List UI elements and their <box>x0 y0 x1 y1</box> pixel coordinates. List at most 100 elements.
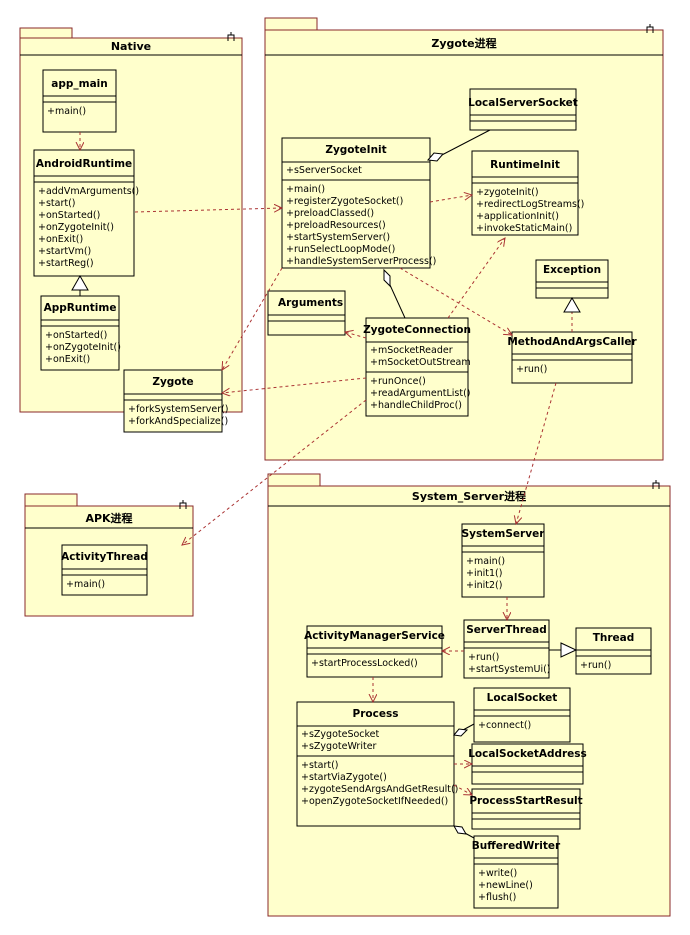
class-process: Process+sZygoteSocket+sZygoteWriter+star… <box>296 701 458 827</box>
class-box <box>40 295 120 371</box>
dep-zygote-conn-to-runtime-init <box>447 238 505 319</box>
class-attribute: +mSocketReader <box>370 345 453 356</box>
class-method: +run() <box>580 660 611 671</box>
class-zygote-init: ZygoteInit+sServerSocket+main()+register… <box>281 137 436 269</box>
class-method: +openZygoteSocketIfNeeded() <box>301 796 448 807</box>
class-method: +startProcessLocked() <box>311 658 418 669</box>
class-app-runtime: AppRuntime+onStarted()+onZygoteInit()+on… <box>40 295 121 371</box>
class-box <box>365 317 469 417</box>
class-thread: Thread +run() <box>575 627 652 675</box>
class-method: +invokeStaticMain() <box>476 223 572 234</box>
class-method: +write() <box>478 868 517 879</box>
package-icon <box>179 24 660 509</box>
class-box <box>296 701 455 827</box>
class-method: +onStarted() <box>45 330 107 341</box>
class-method: +preloadResources() <box>286 220 386 231</box>
class-name: LocalSocketAddress <box>468 748 587 760</box>
relationships <box>71 129 581 839</box>
class-box <box>471 788 581 830</box>
class-method: +forkSystemServer() <box>128 404 229 415</box>
class-method: +applicationInit() <box>476 211 559 222</box>
class-method: +registerZygoteSocket() <box>286 196 403 207</box>
class-system-server: SystemServer+main()+init1()+init2() <box>461 523 545 598</box>
class-box <box>267 290 346 336</box>
class-name: AndroidRuntime <box>36 158 132 170</box>
class-buffered-writer: BufferedWriter+write()+newLine()+flush() <box>472 835 561 909</box>
class-method: +flush() <box>478 892 516 903</box>
class-method: +startReg() <box>38 258 94 269</box>
dep-zygote-init-to-method-caller <box>399 267 512 335</box>
class-method: +connect() <box>478 720 531 731</box>
class-method: +main() <box>466 556 505 567</box>
dep-zygote-init-to-runtime-init <box>429 195 472 203</box>
class-method: +preloadClassed() <box>286 208 374 219</box>
class-method: +start() <box>301 760 339 771</box>
package-zygote-title: Zygote进程 <box>431 36 496 50</box>
class-name: RuntimeInit <box>490 159 560 171</box>
class-method: +start() <box>38 198 76 209</box>
class-method: +onStarted() <box>38 210 100 221</box>
class-box <box>123 369 223 433</box>
class-name: Thread <box>593 632 635 644</box>
class-local-socket-address: LocalSocketAddress <box>468 743 587 785</box>
class-method: +init2() <box>466 580 502 591</box>
class-local-socket: LocalSocket+connect() <box>473 687 571 743</box>
class-name: MethodAndArgsCaller <box>507 336 637 348</box>
class-method: +onZygoteInit() <box>45 342 121 353</box>
class-process-start-result: ProcessStartResult <box>469 788 583 830</box>
class-method: +zygoteInit() <box>476 187 539 198</box>
class-box <box>469 88 577 131</box>
class-name: ZygoteConnection <box>363 324 471 336</box>
class-name: Zygote <box>152 376 193 388</box>
class-method: +startViaZygote() <box>301 772 387 783</box>
class-box <box>33 149 135 277</box>
class-method: +handleChildProc() <box>370 400 462 411</box>
gen-server-thread-to-thread <box>549 642 578 658</box>
dep-android-runtime-to-zygote-init <box>134 208 282 212</box>
package-system-server-title: System_Server进程 <box>412 489 526 503</box>
class-name: LocalServerSocket <box>468 97 578 109</box>
class-name: Arguments <box>278 297 343 309</box>
class-method: +runSelectLoopMode() <box>286 244 395 255</box>
class-method: +startSystemUi() <box>468 664 551 675</box>
class-box <box>473 687 571 743</box>
class-box <box>61 544 148 596</box>
class-exception: Exception <box>535 259 609 299</box>
class-box <box>461 523 545 598</box>
class-method: +startVm() <box>38 246 91 257</box>
class-zygote-connection: ZygoteConnection +mSocketReader+mSocketOu… <box>363 317 471 417</box>
class-method: +main() <box>66 579 105 590</box>
class-zygote: Zygote +forkSystemServer()+forkAndSpecial… <box>123 369 229 433</box>
class-android-runtime: AndroidRuntime+addVmArguments()+start()+… <box>33 149 139 277</box>
class-method: +onExit() <box>38 234 83 245</box>
agg-zygote-init-zygote-connection <box>383 268 406 319</box>
class-box <box>463 619 550 679</box>
class-method: +run() <box>468 652 499 663</box>
class-box <box>575 627 652 675</box>
agg-process-buffered-writer <box>453 825 475 839</box>
class-box <box>281 137 431 269</box>
class-method: +runOnce() <box>370 376 426 387</box>
agg-process-local-socket <box>453 723 475 737</box>
class-name: ActivityManagerService <box>304 630 445 642</box>
class-attribute: +sZygoteWriter <box>301 741 377 752</box>
class-activity-manager-service: ActivityManagerService +startProcessLocke… <box>304 625 445 678</box>
class-name: ActivityThread <box>61 551 148 563</box>
class-method: +forkAndSpecialize() <box>128 416 228 427</box>
class-app-main: app_main+main() <box>42 69 117 133</box>
class-name: ProcessStartResult <box>469 795 582 807</box>
class-box <box>473 835 559 909</box>
class-method-and-args-caller: MethodAndArgsCaller+run() <box>507 331 637 384</box>
class-attribute: +sZygoteSocket <box>301 729 380 740</box>
class-box <box>42 69 117 133</box>
class-activity-thread: ActivityThread +main() <box>61 544 148 596</box>
class-attribute: +sServerSocket <box>286 165 362 176</box>
class-attribute: +mSocketOutStream <box>370 357 471 368</box>
class-method: +startSystemServer() <box>286 232 390 243</box>
class-runtime-init: RuntimeInit+zygoteInit()+redirectLogStre… <box>471 150 584 236</box>
class-method: +handleSystemServerProcess() <box>286 256 436 267</box>
dep-method-caller-to-system-server <box>516 382 557 524</box>
class-method: +onExit() <box>45 354 90 365</box>
class-server-thread: ServerThread+run()+startSystemUi() <box>463 619 551 679</box>
class-method: +newLine() <box>478 880 533 891</box>
